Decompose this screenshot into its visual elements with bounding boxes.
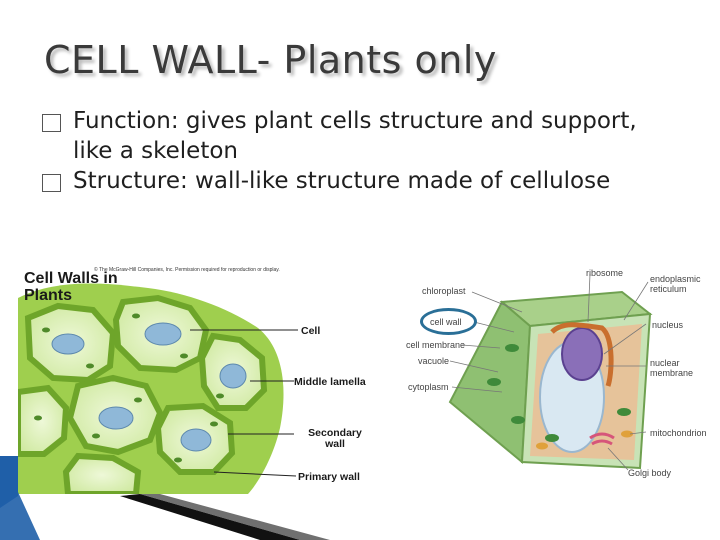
bullet-function: Function: gives plant cells structure an…	[42, 106, 682, 166]
label-nuclear-membrane: nuclear membrane	[650, 358, 712, 378]
label-cell-wall: cell wall	[430, 317, 462, 327]
label-primary-wall: Primary wall	[298, 472, 360, 483]
bullet-structure: Structure: wall-like structure made of c…	[42, 166, 682, 196]
label-secondary-wall: Secondary wall	[300, 428, 370, 450]
label-endoplasmic-reticulum: endoplasmic reticulum	[650, 274, 712, 294]
checkbox-bullet-icon	[42, 114, 61, 132]
figure-title: Cell Walls in Plants	[24, 270, 154, 304]
label-nucleus: nucleus	[652, 320, 683, 330]
slide-title: CELL WALL- Plants only	[44, 38, 497, 82]
figure-copyright: © The McGraw-Hill Companies, Inc. Permis…	[94, 267, 280, 273]
label-vacuole: vacuole	[418, 356, 449, 366]
label-cell-membrane: cell membrane	[406, 340, 465, 350]
label-cytoplasm: cytoplasm	[408, 382, 449, 392]
bullet-text: Function: gives plant cells structure an…	[73, 108, 637, 164]
label-mitochondrion: mitochondrion	[650, 428, 707, 438]
label-ribosome: ribosome	[586, 268, 623, 278]
cell-walls-figure: Cell Walls in Plants © The McGraw-Hill C…	[18, 258, 380, 494]
label-cell: Cell	[301, 326, 320, 337]
plant-cell-figure: ribosome chloroplast cell wall cell memb…	[402, 262, 720, 494]
bullet-list: Function: gives plant cells structure an…	[42, 106, 682, 196]
plant-cell-illustration	[402, 262, 720, 494]
label-golgi-body: Golgi body	[628, 468, 671, 478]
label-middle-lamella: Middle lamella	[294, 377, 366, 388]
label-chloroplast: chloroplast	[422, 286, 466, 296]
bullet-text: Structure: wall-like structure made of c…	[73, 168, 610, 194]
checkbox-bullet-icon	[42, 174, 61, 192]
